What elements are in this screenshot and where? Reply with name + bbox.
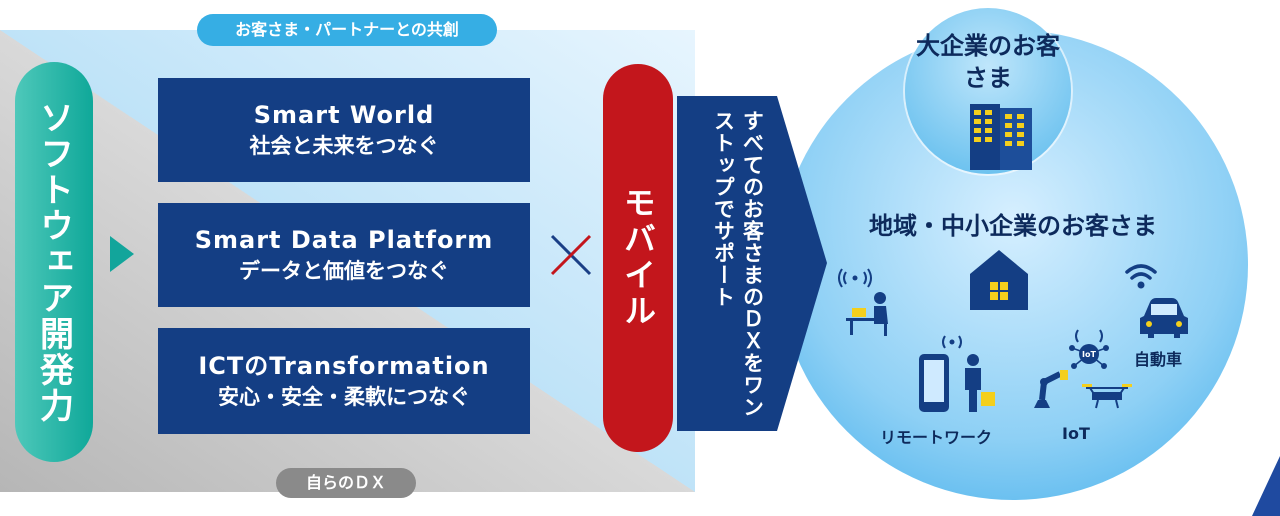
box-title: ICTのTransformation (198, 352, 490, 380)
car-label: 自動車 (1134, 350, 1183, 369)
mobile-pill: モバイル (603, 64, 673, 452)
box-title: Smart Data Platform (194, 226, 494, 254)
large-enterprise-label: 大企業のお客さま (916, 32, 1060, 92)
own-dx-label: 自らのＤＸ (276, 468, 416, 498)
wifi-icon (1125, 264, 1157, 289)
box-title: Smart World (253, 101, 435, 129)
smart-world-box: Smart World 社会と未来をつなぐ (158, 78, 530, 182)
software-capability-label: ソフトウェア開発力 (33, 100, 74, 424)
smart-data-platform-box: Smart Data Platform データと価値をつなぐ (158, 203, 530, 307)
remote-work-label: リモートワーク (880, 428, 993, 447)
multiply-icon (550, 234, 592, 276)
car-icon (1140, 298, 1188, 338)
box-subtitle: 安心・安全・柔軟につなぐ (218, 385, 470, 409)
corner-decoration (1252, 456, 1280, 516)
building-icon (970, 104, 1032, 170)
support-text-wrap: すべてのお客さまのＤＸをワンストップでサポート (695, 110, 780, 420)
remote-work-icon (919, 335, 995, 412)
iot-label: IoT (1062, 424, 1090, 443)
arrow-right-icon (110, 236, 134, 272)
house-icon (970, 250, 1028, 310)
iot-devices-icon: IoT (1034, 329, 1132, 409)
co-creation-label: お客さま・パートナーとの共創 (197, 14, 497, 46)
iot-badge-text: IoT (1082, 350, 1096, 359)
software-capability-pill: ソフトウェア開発力 (15, 62, 93, 462)
mobile-label: モバイル (619, 186, 657, 330)
one-stop-support-text: すべてのお客さまのＤＸをワンストップでサポート (711, 110, 765, 418)
desk-worker-icon (838, 268, 888, 336)
regional-sme-label: 地域・中小企業のお客さま (869, 212, 1157, 240)
box-subtitle: 社会と未来をつなぐ (249, 134, 439, 158)
ict-transformation-box: ICTのTransformation 安心・安全・柔軟につなぐ (158, 328, 530, 434)
support-chevron-arrow (677, 96, 827, 431)
box-subtitle: データと価値をつなぐ (239, 259, 449, 283)
